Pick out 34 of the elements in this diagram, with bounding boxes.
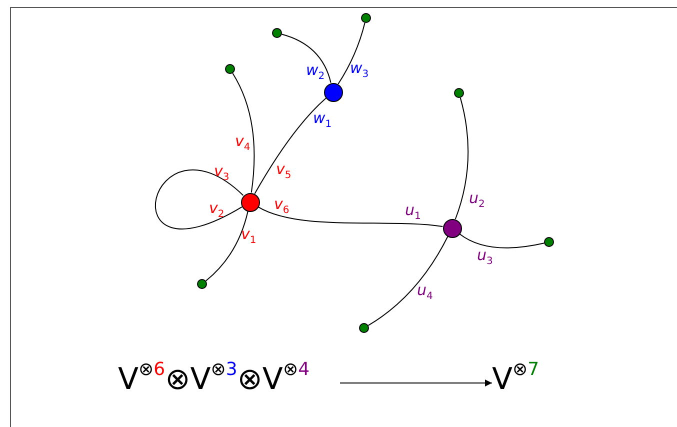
connector-line	[232, 72, 255, 194]
index-label: w$_{2}$	[306, 62, 325, 81]
vertex-dot	[225, 64, 235, 74]
connector-line	[368, 236, 448, 326]
arrow	[340, 380, 492, 386]
connector-line	[338, 22, 366, 85]
connector-line	[205, 210, 248, 282]
vertex-dot	[454, 88, 464, 98]
index-label: u$_{4}$	[417, 282, 433, 301]
vertex-dot	[361, 13, 371, 23]
vertex-dot	[442, 218, 462, 238]
index-label: w$_{1}$	[313, 110, 332, 129]
connector-line	[254, 98, 326, 194]
index-label: v$_{3}$	[214, 163, 230, 182]
vertex-dot	[544, 237, 554, 247]
index-label: u$_{1}$	[405, 202, 421, 221]
index-label: v$_{1}$	[241, 226, 256, 245]
connector-line	[454, 97, 469, 220]
index-label: u$_{3}$	[477, 247, 493, 266]
connector-line	[281, 34, 332, 84]
index-label: w$_{3}$	[350, 60, 369, 79]
vertex-dot	[240, 192, 260, 212]
connector-line	[155, 170, 244, 230]
connector-line	[258, 206, 444, 227]
index-label: v$_{2}$	[209, 200, 224, 219]
index-label: v$_{5}$	[276, 161, 292, 180]
vertex-dot	[272, 28, 282, 38]
index-label: v$_{4}$	[235, 133, 250, 152]
connector-line	[459, 233, 545, 248]
index-label: v$_{6}$	[274, 196, 290, 215]
index-label: u$_{2}$	[469, 190, 485, 209]
vertex-dot	[324, 82, 342, 102]
vertex-dot	[359, 323, 369, 333]
vertex-dot	[197, 279, 207, 289]
